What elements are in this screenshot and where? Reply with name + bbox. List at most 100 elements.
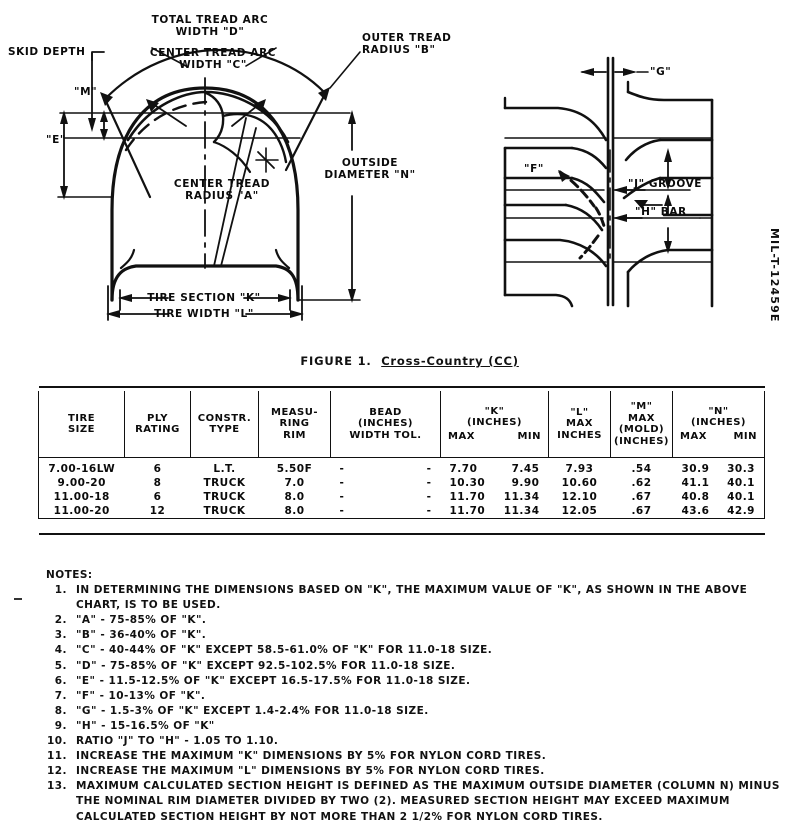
tire-dimension-table: TIRE SIZE PLY RATING CONSTR. TYPE MEASU-…	[38, 386, 765, 535]
cell-bead: - -	[331, 504, 441, 519]
cell-n: 40.8 40.1	[672, 490, 765, 504]
cell-n-max: 43.6	[681, 505, 710, 517]
label-tire-section: TIRE SECTION "K"	[147, 292, 261, 304]
figure-caption-prefix: FIGURE 1.	[300, 354, 372, 368]
note-item: 8. "G" - 1.5-3% OF "K" EXCEPT 1.4-2.4% F…	[46, 704, 786, 719]
note-item: 12. INCREASE THE MAXIMUM "L" DIMENSIONS …	[46, 764, 786, 779]
label-center-tread-radius: CENTER TREAD RADIUS "A"	[173, 178, 271, 202]
col-measuring-rim: MEASU- RING RIM	[258, 391, 331, 458]
note-item: 6. "E" - 11.5-12.5% OF "K" EXCEPT 16.5-1…	[46, 674, 786, 689]
note-text: RATIO "J" TO "H" - 1.05 TO 1.10.	[76, 735, 279, 748]
cell-l-max: 10.60	[561, 477, 598, 489]
cell-m-max: .54	[631, 463, 652, 475]
cell-k-max: 11.70	[449, 491, 486, 503]
col-constr-type: CONSTR. TYPE	[190, 391, 259, 458]
note-item: 7. "F" - 10-13% OF "K".	[46, 689, 786, 704]
col-k-min-label: MIN	[517, 430, 541, 442]
cell-l-max: 7.93	[565, 463, 594, 475]
table-top-rule	[38, 386, 765, 391]
cell-measuring-rim: 8.0	[284, 491, 305, 503]
col-n: "N" (INCHES) MAX MIN	[672, 391, 765, 458]
col-k-max-label: MAX	[448, 430, 475, 442]
figure-caption: FIGURE 1. Cross-Country (CC)	[0, 340, 800, 382]
note-number: 4.	[54, 644, 67, 657]
cell-n-max: 40.8	[681, 491, 710, 503]
cell-bead-width: -	[339, 491, 345, 503]
label-f-dimension: "F"	[524, 163, 544, 175]
label-m-dimension: "M"	[74, 86, 98, 98]
cell-bead-width: -	[339, 505, 345, 517]
cell-ply-rating: 6	[153, 463, 162, 475]
cell-measuring-rim: 7.0	[284, 477, 305, 489]
cell-m-max: .67	[631, 491, 652, 503]
cell-constr-type: L.T.	[213, 463, 236, 475]
note-item: 10. RATIO "J" TO "H" - 1.05 TO 1.10.	[46, 734, 786, 749]
note-number: 2.	[54, 614, 67, 627]
cell-n: 30.9 30.3	[672, 458, 765, 476]
cell-n-max: 30.9	[681, 463, 710, 475]
cell-k-min: 7.45	[511, 463, 540, 475]
cell-bead-width: -	[339, 463, 345, 475]
label-outside-diameter: OUTSIDE DIAMETER "N"	[324, 157, 416, 181]
table-row: 11.00-20 12 TRUCK 8.0 - - 11.70 11.34	[38, 504, 765, 519]
table-row: 9.00-20 8 TRUCK 7.0 - - 10.30 9.90	[38, 476, 765, 490]
cell-n-min: 40.1	[727, 491, 755, 503]
note-number: 7.	[54, 689, 67, 702]
cell-tire-size: 9.00-20	[38, 476, 125, 490]
col-tire-size: TIRE SIZE	[38, 391, 125, 458]
cell-k-min: 11.34	[503, 505, 540, 517]
note-number: 3.	[54, 629, 67, 642]
note-item: 2. "A" - 75-85% OF "K".	[46, 613, 786, 628]
cell-n-min: 40.1	[727, 477, 755, 489]
cell-measuring-rim: 8.0	[284, 505, 305, 517]
cell-bead-tol: -	[426, 463, 432, 475]
cell-bead-tol: -	[426, 505, 432, 517]
table-bottom-rule	[38, 518, 765, 535]
note-item: 9. "H" - 15-16.5% OF "K"	[46, 719, 786, 734]
col-n-min-label: MIN	[733, 430, 757, 442]
cell-k-min: 9.90	[511, 477, 540, 489]
cell-n-max: 41.1	[681, 477, 710, 489]
spec-number: MIL-T-12459E	[768, 228, 781, 323]
note-item: 3. "B" - 36-40% OF "K".	[46, 628, 786, 643]
cell-ply-rating: 8	[153, 477, 162, 489]
note-number: 8.	[54, 704, 67, 717]
notes-title: NOTES:	[46, 569, 93, 581]
note-text: "G" - 1.5-3% OF "K" EXCEPT 1.4-2.4% FOR …	[76, 704, 429, 717]
note-text: MAXIMUM CALCULATED SECTION HEIGHT IS DEF…	[76, 780, 780, 823]
cell-constr-type: TRUCK	[203, 491, 246, 503]
note-number: 5.	[54, 659, 67, 672]
note-item: 5. "D" - 75-85% OF "K" EXCEPT 92.5-102.5…	[46, 659, 786, 674]
note-text: INCREASE THE MAXIMUM "K" DIMENSIONS BY 5…	[76, 750, 547, 763]
cell-tire-size: 7.00-16LW	[38, 458, 125, 476]
table-header-rule	[38, 457, 765, 458]
cell-bead: - -	[331, 490, 441, 504]
note-number: 12.	[47, 765, 67, 778]
cell-m-max: .67	[631, 505, 652, 517]
cell-k: 11.70 11.34	[441, 490, 549, 504]
table-row: 11.00-18 6 TRUCK 8.0 - - 11.70 11.34	[38, 490, 765, 504]
note-number: 1.	[54, 584, 67, 597]
note-number: 9.	[54, 719, 67, 732]
cell-constr-type: TRUCK	[203, 477, 246, 489]
label-outer-tread-radius: OUTER TREAD RADIUS "B"	[362, 32, 452, 56]
label-g-dimension: "G"	[650, 66, 672, 78]
cell-l-max: 12.10	[561, 491, 598, 503]
cell-tire-size: 11.00-20	[38, 504, 125, 519]
cell-k-max: 7.70	[449, 463, 478, 475]
cell-n: 41.1 40.1	[672, 476, 765, 490]
note-text: "F" - 10-13% OF "K".	[76, 689, 206, 702]
note-number: 11.	[47, 750, 67, 763]
cell-bead-tol: -	[426, 491, 432, 503]
note-text: "D" - 75-85% OF "K" EXCEPT 92.5-102.5% F…	[76, 659, 456, 672]
label-j-groove: "J" GROOVE	[628, 178, 703, 190]
label-tire-width: TIRE WIDTH "L"	[154, 308, 254, 320]
note-text: "C" - 40-44% OF "K" EXCEPT 58.5-61.0% OF…	[76, 644, 493, 657]
cell-bead-width: -	[339, 477, 345, 489]
cell-measuring-rim: 5.50F	[276, 463, 313, 475]
col-ply-rating: PLY RATING	[124, 391, 191, 458]
note-item: 11. INCREASE THE MAXIMUM "K" DIMENSIONS …	[46, 749, 786, 764]
note-text: "H" - 15-16.5% OF "K"	[76, 719, 215, 732]
figure-1-drawing	[0, 0, 800, 330]
